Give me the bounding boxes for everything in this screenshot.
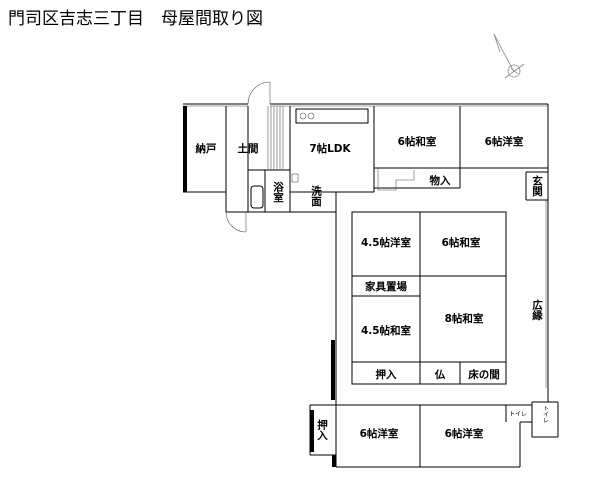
room-ldk: 7帖LDK [309, 142, 351, 155]
room-washitsu-45: 4.5帖和室 [361, 324, 412, 337]
room-oshiire-left: 押入 [316, 419, 328, 442]
central-partitions [351, 211, 507, 385]
room-tokonoma: 床の間 [468, 368, 500, 381]
room-butsu: 仏 [435, 369, 446, 381]
north-arrow-icon [493, 33, 525, 79]
room-yoshitsu-bl: 6帖洋室 [360, 427, 399, 440]
room-doma: 土間 [238, 142, 259, 155]
kitchen-counter [295, 108, 369, 124]
room-yokushitsu: 浴室 [272, 181, 284, 203]
room-toilet-1: トイレ [509, 411, 527, 418]
room-yoshitsu-top: 6帖洋室 [485, 135, 524, 148]
room-yoshitsu-45: 4.5帖洋室 [361, 236, 412, 249]
top-partitions [225, 81, 548, 233]
room-nando: 納戸 [196, 142, 217, 155]
room-hiroen: 広縁 [531, 299, 543, 322]
room-washitsu-6: 6帖和室 [442, 236, 481, 249]
room-yoshitsu-br: 6帖洋室 [445, 427, 484, 440]
outer-walls [183, 103, 559, 468]
room-genkan: 玄関 [531, 175, 543, 198]
bottom-partitions [419, 402, 533, 467]
page-title: 門司区吉志三丁目 母屋間取り図 [8, 9, 263, 29]
room-kagu: 家具置場 [365, 280, 407, 293]
room-toilet-2: トイレ [542, 405, 549, 423]
room-oshiire-mid: 押入 [376, 368, 397, 381]
room-monoire: 物入 [430, 174, 451, 187]
bath-fixtures [250, 173, 299, 209]
room-senmen: 洗面 [310, 185, 322, 208]
room-washitsu-8: 8帖和室 [445, 312, 484, 325]
room-washitsu-top: 6帖和室 [398, 135, 437, 148]
